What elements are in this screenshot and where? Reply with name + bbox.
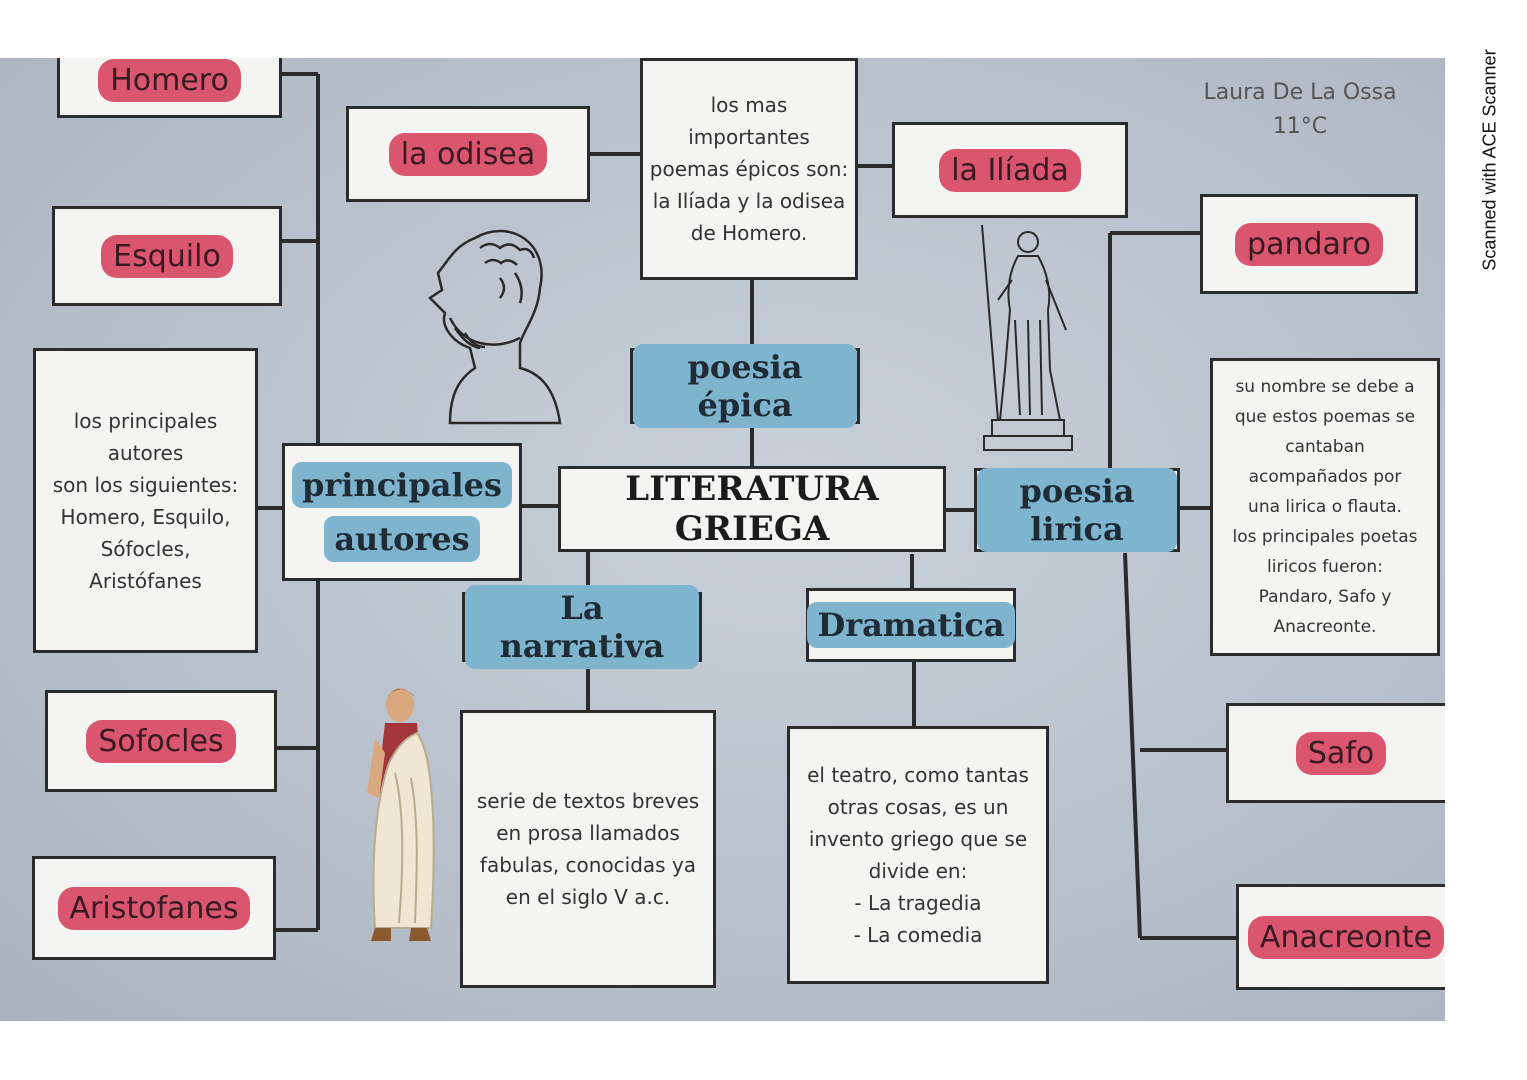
author-name: Laura De La Ossa <box>1203 80 1397 105</box>
poet-label-safo: Safo <box>1295 731 1387 775</box>
author-label-aristofanes: Aristofanes <box>57 886 251 930</box>
dramatica-box: Dramatica <box>806 588 1016 662</box>
work-label-iliada: la Ilíada <box>939 148 1081 192</box>
poet-box-anacreonte: Anacreonte <box>1236 884 1445 990</box>
dramatica-label: Dramatica <box>807 602 1015 648</box>
work-box-iliada: la Ilíada <box>892 122 1128 218</box>
greek-man-figure-icon <box>367 688 435 941</box>
narrativa-note-box: serie de textos breves en prosa llamados… <box>460 710 716 988</box>
author-label-homero: Homero <box>98 59 241 102</box>
lirica-note-box: su nombre se debe a que estos poemas se … <box>1210 358 1440 656</box>
autores-note: los principales autores son los siguient… <box>52 408 239 593</box>
poet-label-anacreonte: Anacreonte <box>1247 915 1445 959</box>
goddess-statue-icon <box>981 224 1073 451</box>
poet-label-pandaro: pandaro <box>1235 222 1383 266</box>
poesia-lirica-box: poesia lirica <box>974 468 1180 552</box>
philosopher-bust-icon <box>428 229 562 425</box>
dramatica-note-box: el teatro, como tantas otras cosas, es u… <box>787 726 1049 984</box>
author-box-sofocles: Sofocles <box>45 690 277 792</box>
narrativa-box: La narrativa <box>462 585 702 669</box>
poesia-epica-box: poesia épica <box>630 344 860 428</box>
dramatica-note: el teatro, como tantas otras cosas, es u… <box>807 763 1029 947</box>
autores-note-box: los principales autores son los siguient… <box>33 348 258 653</box>
author-box-esquilo: Esquilo <box>52 206 282 306</box>
principales-autores-box: principales autores <box>282 443 522 581</box>
poet-box-pandaro: pandaro <box>1200 194 1418 294</box>
narrativa-note: serie de textos breves en prosa llamados… <box>476 789 700 909</box>
epica-note: los mas importantes poemas épicos son: l… <box>649 93 849 245</box>
poesia-lirica-label: poesia lirica <box>977 468 1177 552</box>
author-credit: Laura De La Ossa 11°C <box>1200 76 1400 144</box>
autores-label: autores <box>324 516 480 562</box>
principales-label: principales <box>292 462 512 508</box>
work-box-odisea: la odisea <box>346 106 590 202</box>
author-box-aristofanes: Aristofanes <box>32 856 276 960</box>
scanner-watermark: Scanned with ACE Scanner <box>1479 49 1500 271</box>
lirica-note: su nombre se debe a que estos poemas se … <box>1232 377 1418 637</box>
connector-lines <box>255 72 1238 940</box>
author-label-esquilo: Esquilo <box>101 234 233 278</box>
poet-box-safo: Safo <box>1226 703 1445 803</box>
epica-note-box: los mas importantes poemas épicos son: l… <box>640 58 858 280</box>
narrativa-label: La narrativa <box>465 585 699 669</box>
concept-map-sheet: Laura De La Ossa 11°C Homero Esquilo los… <box>0 58 1445 1021</box>
work-label-odisea: la odisea <box>388 132 548 176</box>
poesia-epica-label: poesia épica <box>633 344 857 428</box>
center-topic-box: LITERATURA GRIEGA <box>558 466 946 552</box>
author-box-homero: Homero <box>57 58 282 118</box>
author-grade: 11°C <box>1272 114 1328 139</box>
author-label-sofocles: Sofocles <box>86 719 236 763</box>
center-topic-title: LITERATURA GRIEGA <box>625 469 879 549</box>
